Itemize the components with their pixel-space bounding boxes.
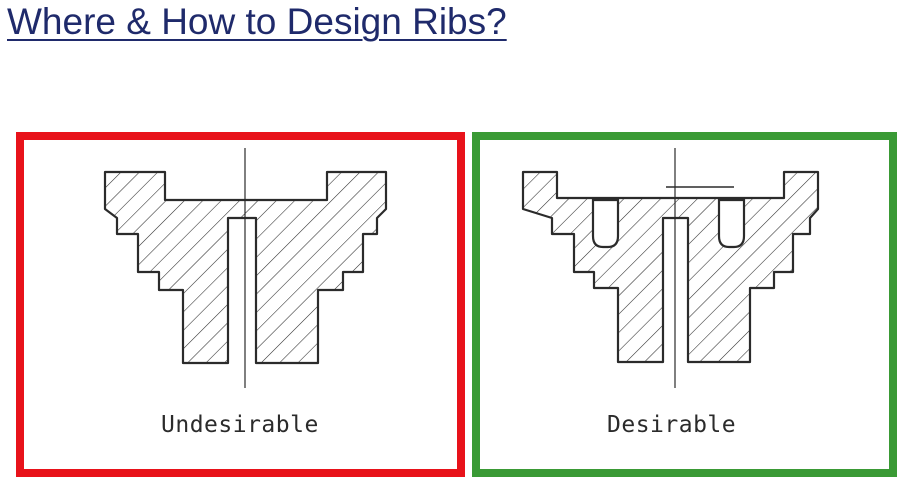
desirable-panel: Desirable [472, 132, 897, 477]
undesirable-cross-section-drawing [103, 148, 388, 388]
undesirable-panel: Undesirable [16, 132, 465, 477]
slide-title: Where & How to Design Ribs? [7, 1, 507, 42]
undesirable-caption: Undesirable [161, 412, 319, 438]
desirable-caption: Desirable [607, 412, 737, 438]
desirable-cross-section-drawing [521, 148, 820, 388]
